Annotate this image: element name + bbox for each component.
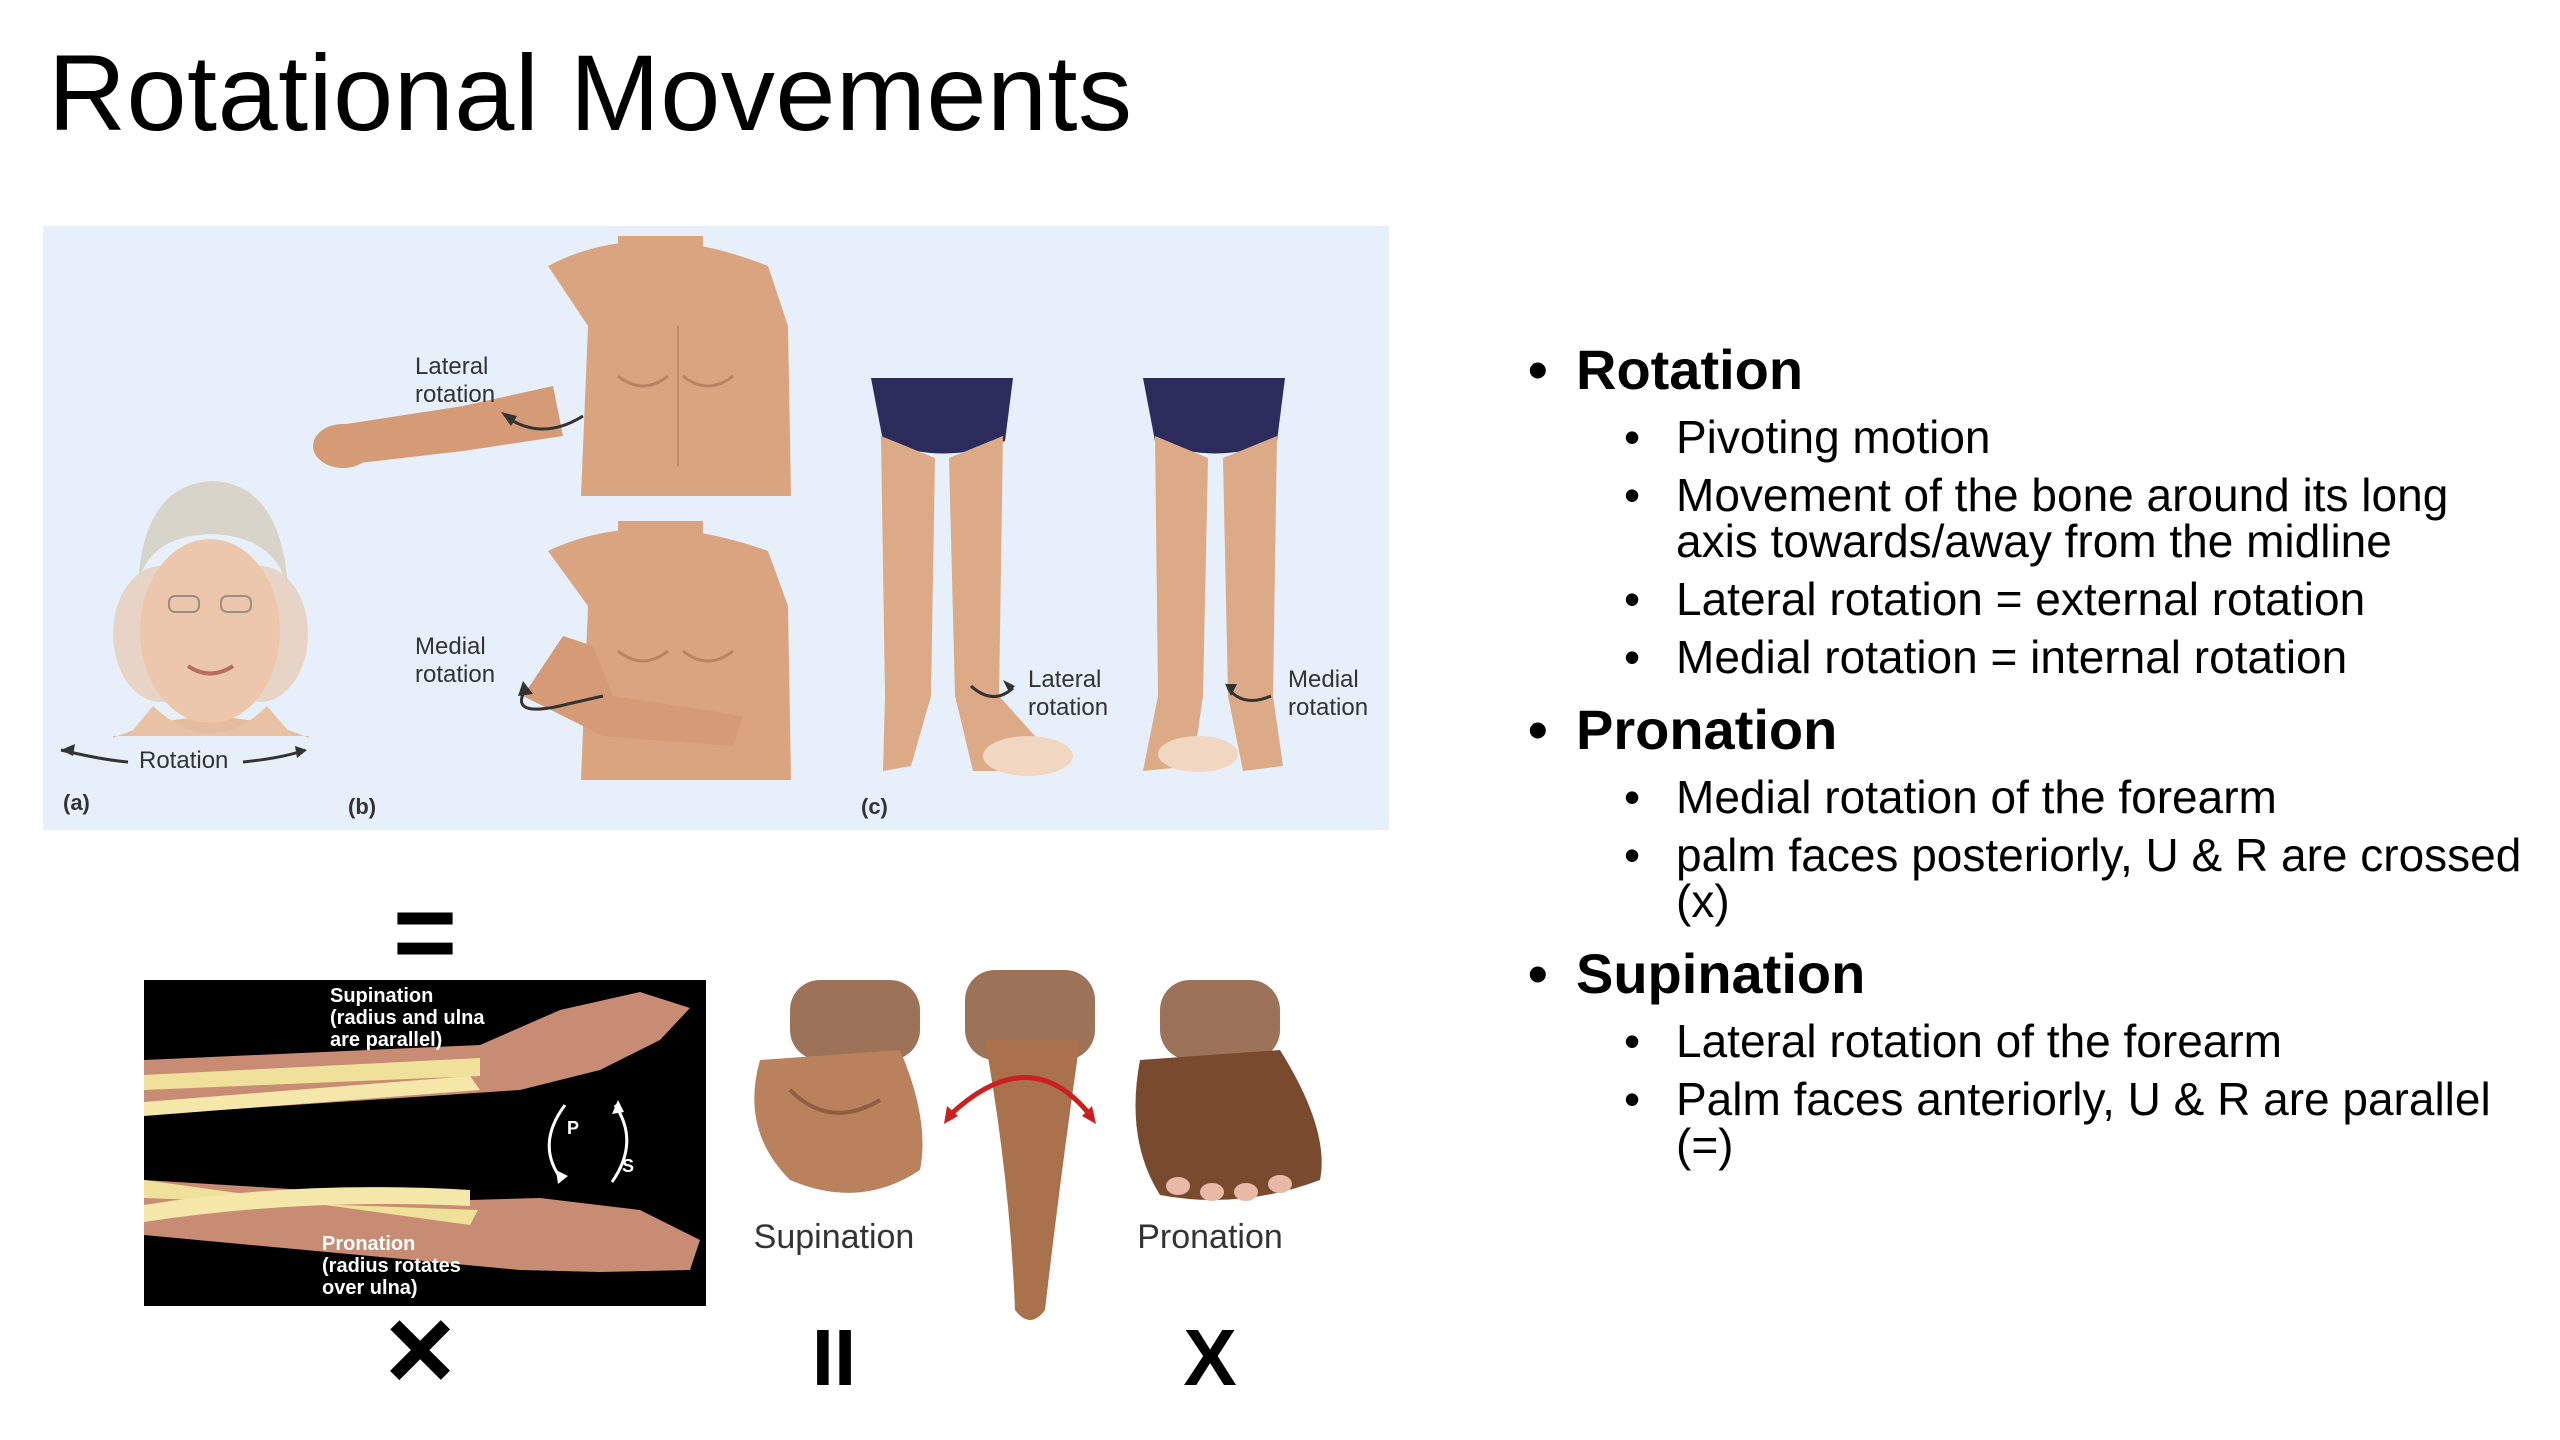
supination-sub-list: Lateral rotation of the forearm Palm fac… [1520,1018,2540,1168]
lateral-rotation-leg-arrow-icon [969,680,1015,698]
cross-symbol: × [385,1282,455,1416]
s-label: S [622,1156,634,1176]
parallel-symbol: II [812,1313,856,1402]
supination-hand-image [754,980,923,1193]
pronation-sub-list: Medial rotation of the forearm palm face… [1520,774,2540,924]
sub-bullet: Lateral rotation = external rotation [1520,576,2540,622]
rotation-sub-list: Pivoting motion Movement of the bone aro… [1520,414,2540,680]
x-symbol: X [1183,1313,1236,1402]
sub-bullet: Palm faces anteriorly, U & R are paralle… [1520,1076,2540,1168]
pronation-hand-image [1135,980,1322,1201]
lateral-rotation-legs-image [871,378,1073,776]
head-rotation-image [113,481,309,738]
bullet-rotation: Rotation [1520,338,2540,402]
equals-symbol: = [393,880,457,994]
pronation-label: Pronation [1137,1218,1283,1256]
sub-bullet: Medial rotation = internal rotation [1520,634,2540,680]
panel-c-label: (c) [861,794,888,819]
medial-rotation-leg-arrow-icon [1225,684,1272,702]
lateral-rotation-shoulder-image [313,236,791,496]
sub-bullet: palm faces posteriorly, U & R are crosse… [1520,832,2540,924]
panel-a-label: (a) [63,790,90,815]
rotation-arrow-icon [60,744,307,764]
medial-rotation-shoulder-image [523,521,791,780]
rotation-circle-arrow-icon [547,1100,629,1184]
p-label: P [567,1118,579,1138]
bullet-supination: Supination [1520,942,2540,1006]
sub-bullet: Lateral rotation of the forearm [1520,1018,2540,1064]
neutral-hand-image [965,970,1095,1320]
supination-label: Supination [754,1218,915,1256]
medial-rotation-arrow-icon [518,681,604,711]
bullet-pronation: Pronation [1520,698,2540,762]
medial-rotation-legs-image [1143,378,1285,772]
rotation-red-arrow-icon [944,1075,1096,1124]
slide-title: Rotational Movements [48,32,1133,153]
sub-bullet: Pivoting motion [1520,414,2540,460]
forearm-bones-image [144,980,706,1306]
sub-bullet: Medial rotation of the forearm [1520,774,2540,820]
lateral-rotation-arrow-icon [501,412,584,431]
rotation-label: Rotation [139,747,228,774]
bullet-list: Rotation Pivoting motion Movement of the… [1520,330,2540,1186]
sub-bullet: Movement of the bone around its long axi… [1520,472,2540,564]
panel-b-label: (b) [348,794,376,819]
